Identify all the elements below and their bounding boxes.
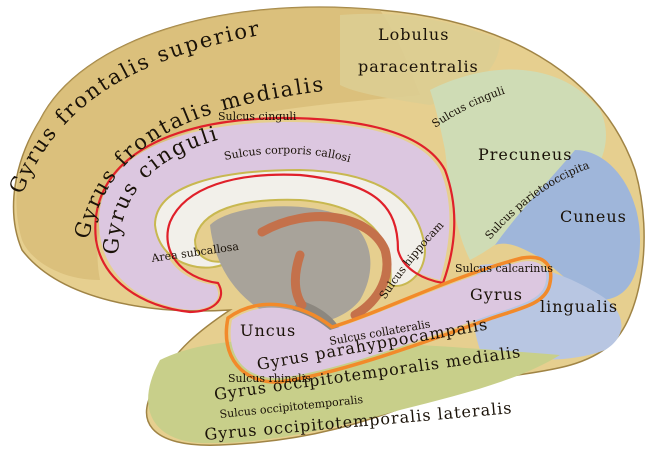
fornix	[257, 212, 392, 320]
cingulate-gyrus	[98, 121, 450, 310]
frontal-region-shade	[16, 7, 420, 281]
precuneus-region	[430, 69, 606, 260]
thalamus	[210, 206, 371, 324]
cuneus-region	[495, 150, 640, 300]
label-gyrus-right: Gyrus	[470, 285, 523, 304]
label-precuneus: Precuneus	[478, 145, 572, 164]
label-lingualis: lingualis	[540, 297, 618, 316]
fornix-column	[290, 250, 307, 310]
label-sulcus-calcarinus: Sulcus calcarinus	[455, 262, 553, 275]
label-uncus: Uncus	[240, 321, 296, 340]
label-paracentralis: paracentralis	[358, 57, 479, 76]
label-lobulus: Lobulus	[378, 25, 449, 44]
label-sulcus-cinguli-top: Sulcus cinguli	[218, 110, 297, 123]
label-cuneus: Cuneus	[560, 207, 627, 226]
cingulate-outline	[94, 116, 456, 314]
parahippocampal-gyrus	[230, 261, 547, 379]
parahippocampal-outline	[224, 255, 553, 384]
label-sulcus-rhinalis: Sulcus rhinalis	[228, 372, 311, 385]
